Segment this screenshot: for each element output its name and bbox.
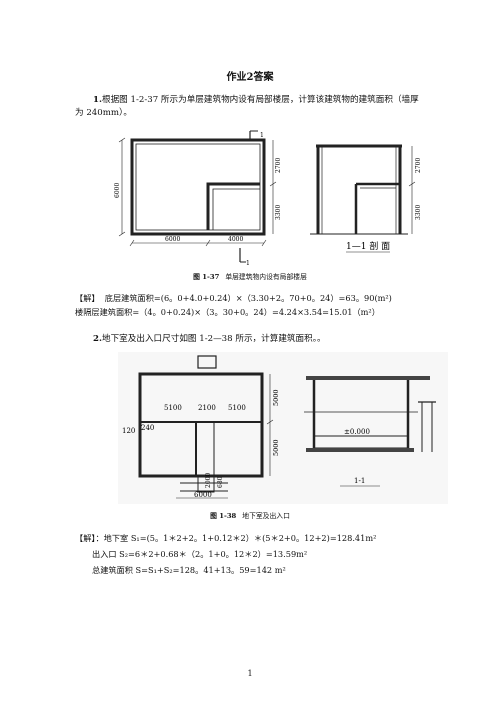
svg-text:1-1: 1-1 bbox=[354, 477, 365, 485]
floor-plan-and-section-drawing: 1 1 6000 2700 3300 6000 4000 2700 bbox=[114, 130, 422, 267]
svg-text:2700: 2700 bbox=[275, 158, 282, 173]
svg-text:2700: 2700 bbox=[415, 158, 422, 173]
answer-1-line-2: 楼隔层建筑面积=（4。0+0.24)×（3。30+0。24）=4.24×3.54… bbox=[75, 307, 380, 317]
figure-1-37: 1 1 6000 2700 3300 6000 4000 2700 bbox=[110, 128, 450, 270]
svg-text:240: 240 bbox=[141, 424, 154, 432]
svg-text:1: 1 bbox=[246, 260, 250, 266]
page-title: 作业2答案 bbox=[226, 72, 274, 83]
answer-2-line-2: 出入口 S₂=6＊2+0.68＊（2。1+0。12＊2）=13.59m² bbox=[92, 549, 308, 559]
figure-1-38: 5100 2100 5100 120 240 5000 5000 2000 68… bbox=[118, 352, 448, 508]
question-1: 1.根据图 1-2-37 所示为单层建筑物内设有局部楼层，计算该建筑物的建筑面积… bbox=[75, 95, 419, 118]
svg-text:120: 120 bbox=[122, 427, 135, 435]
page-number: 1 bbox=[247, 669, 253, 678]
svg-text:5000: 5000 bbox=[272, 389, 280, 406]
svg-text:5000: 5000 bbox=[272, 439, 280, 456]
basement-plan-and-section-drawing: 5100 2100 5100 120 240 5000 5000 2000 68… bbox=[118, 352, 448, 504]
svg-text:5100: 5100 bbox=[228, 404, 246, 412]
svg-text:2100: 2100 bbox=[198, 404, 216, 412]
svg-text:6000: 6000 bbox=[114, 183, 121, 198]
svg-text:680: 680 bbox=[217, 476, 224, 488]
svg-text:5100: 5100 bbox=[164, 404, 182, 412]
svg-text:3300: 3300 bbox=[415, 205, 422, 220]
svg-text:3300: 3300 bbox=[275, 205, 282, 220]
answer-1-line-1: 【解】 底层建筑面积=(6。0+4.0+0.24）×（3.30+2。70+0。2… bbox=[75, 293, 392, 303]
svg-text:6000: 6000 bbox=[194, 491, 212, 499]
question-2: 2.地下室及出入口尺寸如图 1-2—38 所示，计算建筑面积。。 bbox=[93, 334, 326, 344]
answer-2-line-3: 总建筑面积 S=S₁+S₂=128。41+13。59=142 m² bbox=[92, 565, 286, 575]
answer-2-line-1: 【解】：地下室 S₁=(5。1＊2+2。1+0.12＊2）＊(5＊2+0。12+… bbox=[75, 533, 377, 543]
svg-text:4000: 4000 bbox=[228, 236, 243, 243]
svg-text:2000: 2000 bbox=[205, 473, 212, 488]
svg-text:1—1 剖 面: 1—1 剖 面 bbox=[346, 240, 390, 252]
svg-text:±0.000: ±0.000 bbox=[344, 428, 370, 436]
svg-text:1: 1 bbox=[260, 132, 264, 139]
svg-text:6000: 6000 bbox=[165, 236, 180, 243]
